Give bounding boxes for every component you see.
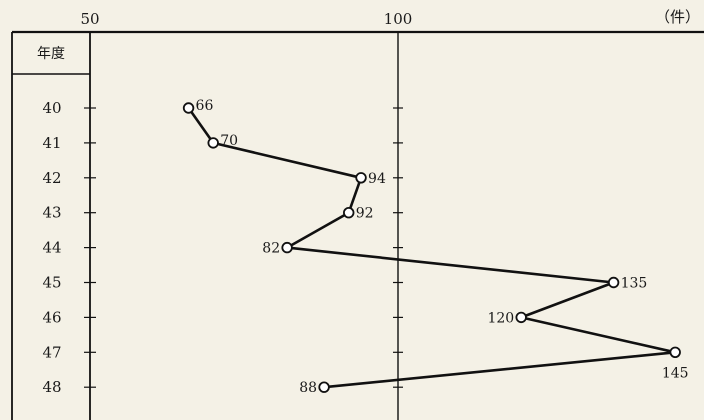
y-tick-label: 41 — [42, 134, 61, 152]
year-header-label: 年度 — [37, 46, 65, 62]
data-point — [355, 172, 367, 184]
y-axis-year-labels: 40 41 42 43 44 45 46 47 48 — [42, 99, 403, 396]
data-point — [343, 206, 355, 219]
data-label: 135 — [621, 276, 648, 292]
data-label: 82 — [262, 241, 280, 257]
year-column-header: 年度 — [37, 46, 65, 62]
x-tick-label: 100 — [384, 10, 413, 28]
data-point — [318, 381, 330, 393]
y-tick-label: 44 — [42, 239, 61, 257]
data-point — [182, 102, 195, 114]
data-label: 120 — [487, 310, 514, 326]
data-label: 70 — [220, 133, 238, 149]
y-tick-label: 42 — [42, 169, 61, 187]
x-axis-unit-label: （件） — [655, 8, 700, 26]
data-label: 92 — [356, 206, 374, 222]
x-tick-label: 50 — [80, 10, 99, 28]
data-point — [515, 311, 527, 324]
data-point — [669, 346, 681, 359]
y-tick-label: 40 — [42, 99, 61, 117]
data-point — [607, 276, 620, 289]
y-tick-label: 43 — [42, 204, 61, 222]
data-point — [281, 241, 293, 254]
data-label: 88 — [299, 380, 317, 396]
chart-frame — [11, 30, 704, 420]
y-tick-label: 45 — [42, 274, 61, 292]
data-label: 145 — [662, 365, 689, 381]
x-axis-ticks: 50 100 — [80, 10, 412, 28]
data-label: 66 — [196, 98, 214, 114]
y-tick-label: 48 — [42, 378, 61, 396]
data-label: 94 — [368, 171, 386, 187]
y-tick-label: 46 — [42, 308, 61, 326]
y-tick-label: 47 — [42, 343, 61, 361]
data-labels: 66 70 94 92 82 135 120 145 88 — [196, 98, 689, 396]
data-points — [182, 102, 681, 393]
data-point — [207, 137, 219, 149]
